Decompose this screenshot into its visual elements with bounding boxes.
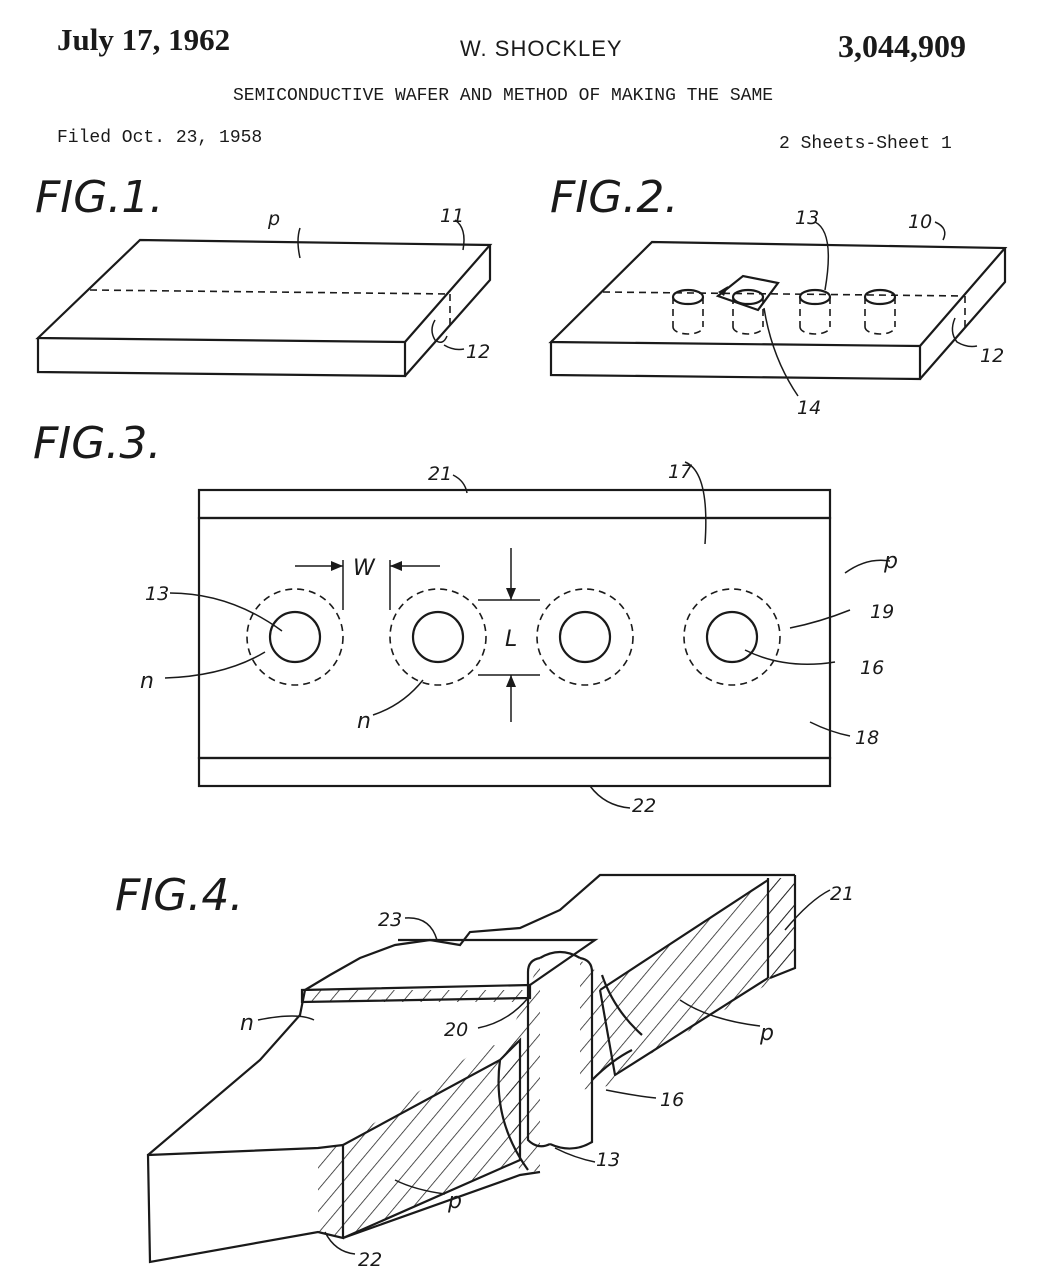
patent-date: July 17, 1962 bbox=[57, 22, 231, 57]
fig3-holes bbox=[246, 588, 781, 686]
figure-4: FIG.4. 21 23 n bbox=[115, 870, 854, 1271]
fig3-ref-L: L bbox=[505, 627, 517, 652]
fig3-ref-p: p bbox=[883, 549, 898, 574]
fig2-ref-14: 14 bbox=[797, 397, 821, 419]
fig3-ref-16: 16 bbox=[860, 657, 884, 679]
fig3-ref-n-left: n bbox=[140, 669, 154, 694]
fig4-ref-13: 13 bbox=[596, 1149, 620, 1171]
fig1-label: FIG.1. bbox=[35, 172, 163, 223]
fig4-ref-16: 16 bbox=[660, 1089, 684, 1111]
fig1-ref-12: 12 bbox=[466, 341, 490, 363]
patent-number: 3,044,909 bbox=[838, 28, 966, 64]
fig3-ref-W: W bbox=[353, 556, 376, 581]
fig4-ref-n: n bbox=[240, 1011, 254, 1036]
fig3-label: FIG.3. bbox=[33, 418, 161, 469]
fig4-ref-21: 21 bbox=[830, 883, 854, 905]
filed-date: Filed Oct. 23, 1958 bbox=[57, 128, 263, 148]
patent-title: SEMICONDUCTIVE WAFER AND METHOD OF MAKIN… bbox=[233, 86, 774, 106]
fig1-ref-p: p bbox=[267, 208, 280, 230]
fig2-ref-13: 13 bbox=[795, 207, 819, 229]
figure-2: FIG.2. 13 10 12 14 bbox=[548, 172, 1008, 419]
fig3-ref-13: 13 bbox=[145, 583, 169, 605]
fig3-ref-17: 17 bbox=[668, 461, 692, 483]
fig1-ref-11: 11 bbox=[440, 205, 464, 227]
fig3-ref-22: 22 bbox=[632, 795, 656, 817]
fig3-ref-18: 18 bbox=[855, 727, 879, 749]
fig3-ref-n-center: n bbox=[357, 709, 371, 734]
fig3-ref-21: 21 bbox=[428, 463, 452, 485]
fig3-ref-19: 19 bbox=[870, 601, 894, 623]
fig2-ref-12: 12 bbox=[980, 345, 1004, 367]
sheet-count: 2 Sheets-Sheet 1 bbox=[779, 134, 952, 154]
fig4-label: FIG.4. bbox=[115, 870, 243, 921]
fig2-label: FIG.2. bbox=[550, 172, 678, 223]
fig4-ref-22: 22 bbox=[358, 1249, 382, 1271]
figure-3: FIG.3. bbox=[33, 418, 898, 817]
fig2-ref-10: 10 bbox=[908, 211, 932, 233]
inventor-name: W. SHOCKLEY bbox=[460, 36, 623, 61]
figure-1: FIG.1. p 11 12 bbox=[35, 172, 493, 378]
fig2-cylinders bbox=[671, 288, 897, 335]
fig4-ref-20: 20 bbox=[444, 1019, 468, 1041]
fig4-ref-p-right: p bbox=[759, 1021, 774, 1046]
fig4-ref-23: 23 bbox=[378, 909, 402, 931]
fig4-ref-p-left: p bbox=[447, 1189, 462, 1214]
